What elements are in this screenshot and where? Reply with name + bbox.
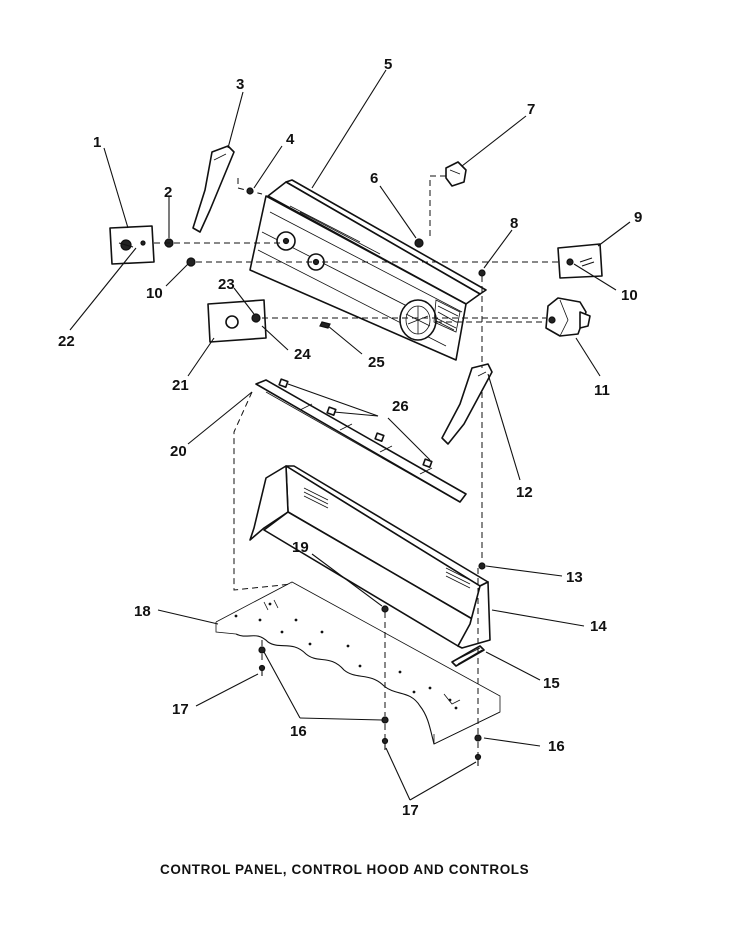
callout-5: 5 [384,56,392,73]
callout-3: 3 [236,76,244,93]
callout-18: 18 [134,603,151,620]
left-plate-part [109,225,155,265]
nut-part-10-left [186,257,196,267]
callout-23: 23 [218,276,235,293]
right-end-cap-part [441,363,493,445]
screw-part-13 [478,562,486,570]
callout-21: 21 [172,377,189,394]
screw-part-8 [478,269,486,277]
callout-10-left: 10 [146,285,163,302]
bar-part-15 [451,645,485,667]
callout-labels: 1 2 3 4 5 6 7 8 9 10 10 11 12 13 14 15 1… [58,56,642,819]
timer-part-11 [545,297,591,337]
clip-group-part-26 [278,378,433,468]
callout-2: 2 [164,184,172,201]
control-hood-part [249,465,491,649]
callout-14: 14 [590,618,607,635]
callout-17-left: 17 [172,701,189,718]
callout-8: 8 [510,215,518,232]
assembly-dashed-lines [154,242,560,754]
callout-11: 11 [594,382,610,399]
callout-20: 20 [170,443,187,460]
screw-group-16-17 [258,646,482,766]
callout-19: 19 [292,539,309,556]
callout-4: 4 [286,131,295,148]
left-end-cap-part [192,145,235,233]
callout-9: 9 [634,209,642,226]
callout-25: 25 [368,354,385,371]
callout-10-right: 10 [621,287,638,304]
callout-15: 15 [543,675,560,692]
leader-lines [69,69,631,801]
callout-24: 24 [294,346,311,363]
callout-6: 6 [370,170,378,187]
screw-part-19 [381,605,389,613]
knob-plate-part-21 [207,299,267,343]
callout-7: 7 [527,101,535,118]
clip-part-4 [237,178,263,195]
control-panel-part [249,179,487,361]
clip-part-25 [319,321,331,329]
switch-part-7 [429,161,467,236]
callout-26: 26 [392,398,409,415]
callout-1: 1 [93,134,101,151]
mounting-strip-part-20 [255,379,467,503]
callout-13: 13 [566,569,583,586]
callout-22: 22 [58,333,75,350]
right-plate-part [557,243,603,279]
screw-part-6 [414,238,424,248]
callout-16-mid: 16 [290,723,307,740]
callout-12: 12 [516,484,533,501]
diagram-caption: CONTROL PANEL, CONTROL HOOD AND CONTROLS [160,862,529,877]
callout-16-right: 16 [548,738,565,755]
callout-17-bottom: 17 [402,802,419,819]
